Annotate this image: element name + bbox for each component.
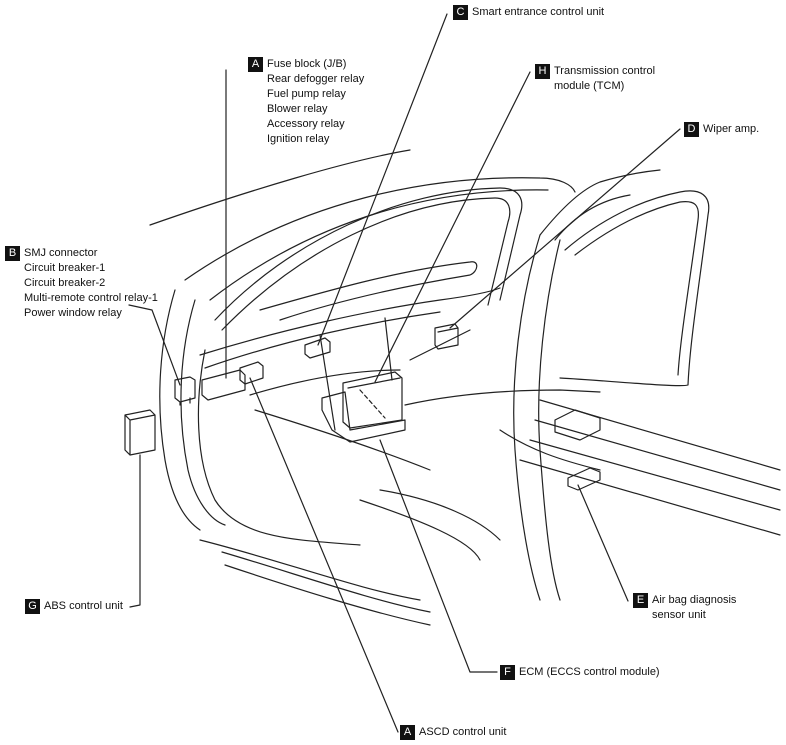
leader-b	[128, 304, 181, 386]
tcm-dashed-link	[359, 389, 386, 419]
callout-line: Blower relay	[267, 103, 328, 115]
leader-h	[374, 71, 531, 383]
callout-letter-badge: E	[633, 593, 648, 608]
callout-letter-badge: D	[684, 122, 699, 137]
windshield-frame	[214, 187, 523, 321]
leader-e	[577, 484, 629, 602]
callout-d-wiper-amp: D Wiper amp.	[684, 122, 759, 137]
callout-letter-badge: B	[5, 246, 20, 261]
dashboard-top	[199, 287, 501, 356]
rear-door-edge	[513, 234, 541, 601]
callout-letter-badge: A	[400, 725, 415, 740]
floor-line-1	[199, 539, 421, 601]
callout-line: Circuit breaker-1	[24, 262, 106, 274]
floor-line-2	[221, 551, 431, 613]
floor-rail-4	[519, 459, 781, 536]
callout-line: Rear defogger relay	[267, 73, 365, 85]
callout-a-fuse-block: A Fuse block (J/B) Rear defogger relay F…	[248, 57, 364, 147]
callout-line: Smart entrance control unit	[472, 6, 605, 18]
leader-d	[449, 128, 681, 329]
sill-line-2	[379, 489, 501, 541]
b-pillar-outer	[539, 169, 661, 236]
roof-line-middle	[209, 189, 549, 301]
roof-line-outer	[149, 149, 411, 226]
callout-letter-badge: A	[248, 57, 263, 72]
callout-letter-badge: C	[453, 5, 468, 20]
callout-f-ecm: F ECM (ECCS control module)	[500, 665, 660, 680]
callout-c-smart-entrance: C Smart entrance control unit	[453, 5, 604, 20]
rear-window-inner	[574, 200, 700, 376]
door-opening	[197, 349, 361, 546]
roof-line-inner	[184, 177, 576, 281]
airbag-unit-box	[567, 467, 601, 491]
rear-door-edge-2	[538, 239, 561, 601]
callout-line: sensor unit	[652, 609, 706, 621]
floor-line-3	[224, 564, 431, 626]
callout-line: Circuit breaker-2	[24, 277, 106, 289]
callout-g-abs: G ABS control unit	[25, 599, 123, 614]
ascd-unit-box	[239, 361, 264, 385]
dashboard-knee	[254, 409, 431, 471]
floor-rail-2	[534, 419, 781, 491]
leader-g	[129, 454, 141, 608]
console-tunnel	[404, 329, 601, 406]
callout-e-airbag: E Air bag diagnosis sensor unit	[633, 593, 736, 623]
callout-letter-badge: G	[25, 599, 40, 614]
callout-line: Air bag diagnosis	[652, 594, 737, 606]
callout-line: ABS control unit	[44, 600, 123, 612]
a-pillar-inner	[180, 299, 226, 526]
callout-line: Multi-remote control relay-1	[24, 292, 158, 304]
rear-window	[559, 190, 710, 387]
callout-line: ECM (ECCS control module)	[519, 666, 660, 678]
sill-line	[359, 499, 481, 561]
callout-b-smj-connector: B SMJ connector Circuit breaker-1 Circui…	[5, 246, 158, 321]
callout-line: Ignition relay	[267, 133, 330, 145]
callout-h-tcm: H Transmission control module (TCM)	[535, 64, 655, 94]
console-column	[319, 317, 393, 431]
windshield-inner-frame	[221, 197, 511, 331]
callout-line: Transmission control	[554, 65, 656, 77]
smart-entrance-box	[304, 337, 331, 359]
fuse-block-box	[201, 369, 246, 401]
callout-line: SMJ connector	[24, 247, 98, 259]
callout-line: module (TCM)	[554, 80, 625, 92]
callout-line: Power window relay	[24, 307, 122, 319]
leader-c	[317, 13, 448, 346]
dashboard-ledge	[204, 311, 441, 369]
leader-f	[379, 439, 498, 673]
callout-line: Wiper amp.	[703, 123, 760, 135]
dashboard-upper	[259, 261, 478, 321]
callout-line: Accessory relay	[267, 118, 345, 130]
floor-rail-3	[529, 439, 781, 511]
a-pillar-outer	[159, 289, 201, 531]
abs-unit-box	[124, 409, 156, 456]
callout-a-ascd: A ASCD control unit	[400, 725, 506, 740]
callout-line: Fuel pump relay	[267, 88, 346, 100]
callout-line: ASCD control unit	[419, 726, 507, 738]
floor-edge	[499, 429, 601, 471]
callout-letter-badge: H	[535, 64, 550, 79]
smj-connector-box	[174, 376, 196, 406]
seat-rail-block	[554, 409, 601, 441]
callout-line: Fuse block (J/B)	[267, 58, 347, 70]
leader-a-bottom	[249, 377, 399, 733]
b-pillar-inner	[554, 194, 631, 241]
tcm-box	[342, 371, 403, 429]
ecm-bracket	[321, 391, 406, 443]
dashboard-lower	[249, 369, 401, 396]
callout-letter-badge: F	[500, 665, 515, 680]
